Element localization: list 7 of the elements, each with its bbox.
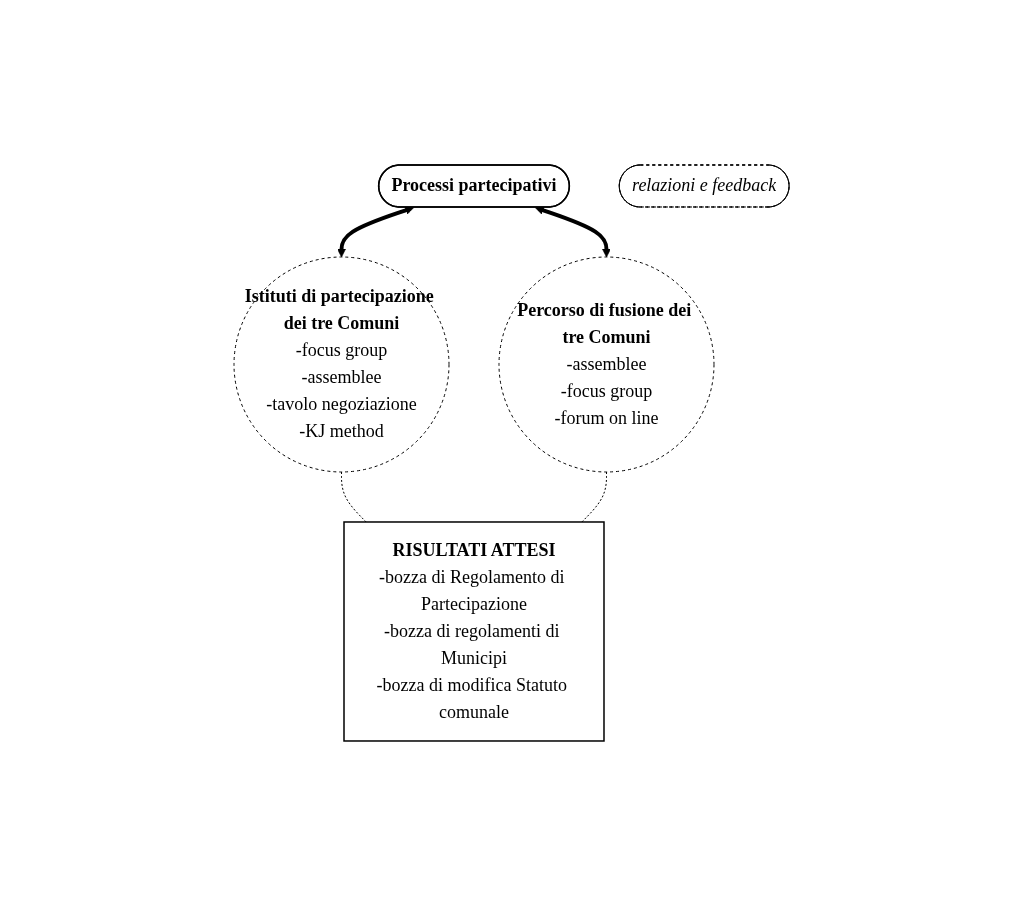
node-circle: Percorso di fusione dei tre Comuni -assemblee -focus group -forum on line	[498, 256, 715, 473]
arrow	[337, 206, 414, 258]
arrow	[534, 206, 611, 258]
node-circle: Istituti di partecipazione dei tre Comuni -focus group -assemblee -tavolo negoziazione -KJ method	[233, 256, 450, 473]
node-box: RISULTATI ATTESI -bozza di Regolamento di Partecipazione -bozza di regolamenti di Municipi -bozza di modifica Statuto comunale	[343, 521, 605, 742]
connector	[581, 471, 607, 523]
connector	[340, 471, 367, 523]
